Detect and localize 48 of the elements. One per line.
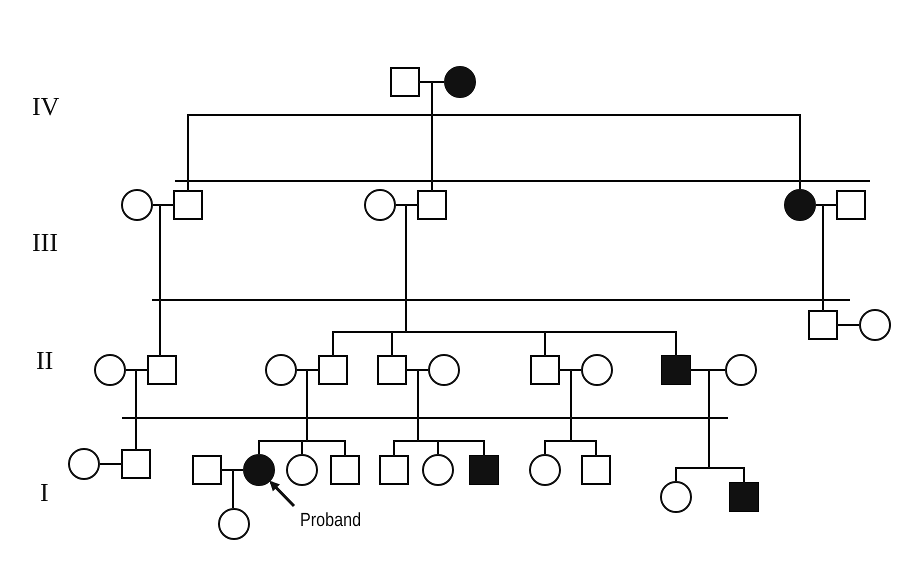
partner-line <box>100 463 121 465</box>
open-square <box>808 310 838 340</box>
leader-line <box>269 480 296 508</box>
open-square <box>318 355 348 385</box>
open-circle <box>218 508 250 540</box>
filled-circle <box>444 66 476 98</box>
open-square <box>377 355 407 385</box>
open-circle <box>121 189 153 221</box>
descent-line <box>407 369 485 455</box>
open-square <box>836 190 866 220</box>
open-square <box>192 455 222 485</box>
filled-square <box>661 355 691 385</box>
open-square <box>379 455 409 485</box>
partner-line <box>838 324 859 326</box>
descent-line <box>126 369 137 449</box>
open-square <box>417 190 447 220</box>
descent-line <box>297 369 346 455</box>
open-circle <box>265 354 297 386</box>
open-square <box>173 190 203 220</box>
open-square <box>330 455 360 485</box>
open-circle <box>428 354 460 386</box>
open-circle <box>422 454 454 486</box>
open-square <box>147 355 177 385</box>
open-circle <box>859 309 891 341</box>
generation-label: II <box>36 346 54 376</box>
generation-label: IV <box>32 92 60 122</box>
open-square <box>390 67 420 97</box>
descent-line <box>816 204 824 310</box>
open-circle <box>286 454 318 486</box>
open-circle <box>725 354 757 386</box>
descent-line <box>153 204 161 355</box>
open-circle <box>364 189 396 221</box>
open-circle <box>68 448 100 480</box>
open-circle <box>94 354 126 386</box>
proband-label: Proband <box>300 510 362 532</box>
open-circle <box>581 354 613 386</box>
open-square <box>581 455 611 485</box>
open-square <box>121 449 151 479</box>
filled-circle <box>784 189 816 221</box>
open-circle <box>529 454 561 486</box>
filled-circle <box>243 454 275 486</box>
generation-label: I <box>40 478 49 508</box>
generation-label: III <box>32 228 58 258</box>
open-square <box>530 355 560 385</box>
filled-square <box>469 455 499 485</box>
open-circle <box>660 481 692 513</box>
filled-square <box>729 482 759 512</box>
descent-line <box>222 469 234 508</box>
